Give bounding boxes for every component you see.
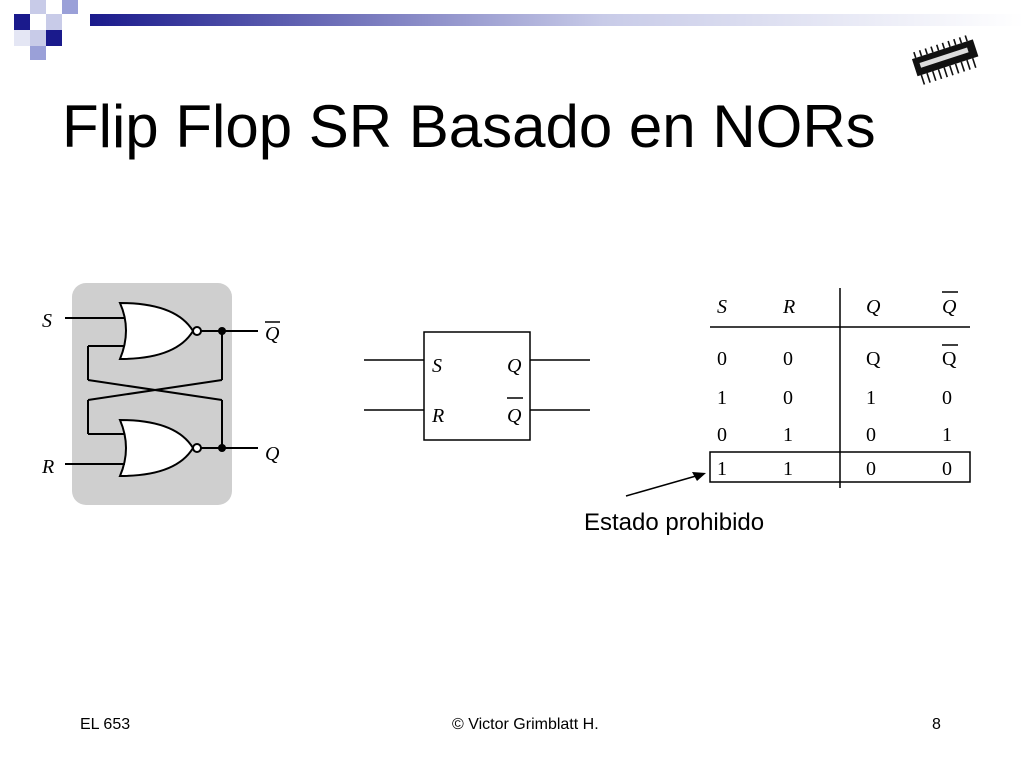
table-header-qbar: Q <box>942 296 957 318</box>
table-cell: 0 <box>942 387 952 409</box>
table-header-r: R <box>782 296 795 318</box>
symbol-pin-q: Q <box>507 355 522 377</box>
table-header-s: S <box>717 296 727 318</box>
corner-decoration <box>14 0 78 60</box>
footer-author: © Victor Grimblatt H. <box>452 716 599 733</box>
symbol-pin-s: S <box>432 355 442 377</box>
sr-flipflop-diagram: S R Q Q S R Q Q S R Q Q <box>41 283 971 536</box>
ic-chip-icon <box>911 35 979 85</box>
table-cell: 1 <box>942 424 952 446</box>
table-header-q: Q <box>866 296 881 318</box>
table-cell: 1 <box>717 387 727 409</box>
table-cell: 0 <box>866 458 876 480</box>
footer-course-code: EL 653 <box>80 716 131 733</box>
table-cell: 0 <box>783 387 793 409</box>
symbol-pin-qbar: Q <box>507 405 522 427</box>
table-cell: 0 <box>866 424 876 446</box>
forbidden-state-arrow <box>625 472 706 497</box>
table-cell: 1 <box>783 458 793 480</box>
table-cell: 0 <box>717 348 727 370</box>
nor-gate-top <box>118 301 195 361</box>
table-cell: Q <box>866 348 881 370</box>
circuit-input-s: S <box>42 310 52 332</box>
circuit-input-r: R <box>41 456 54 478</box>
sr-block-symbol: S R Q Q <box>364 331 590 441</box>
table-cell: 0 <box>717 424 727 446</box>
table-cell: Q <box>942 348 957 370</box>
circuit-output-qbar: Q <box>265 323 280 345</box>
table-cell: 0 <box>942 458 952 480</box>
nor-gate-bottom <box>118 418 195 478</box>
slide-title: Flip Flop SR Basado en NORs <box>62 93 876 160</box>
forbidden-state-box <box>709 451 971 483</box>
table-cell: 1 <box>866 387 876 409</box>
table-cell: 0 <box>783 348 793 370</box>
forbidden-state-label: Estado prohibido <box>584 509 764 536</box>
table-cell: 1 <box>717 458 727 480</box>
truth-table: S R Q Q 0 0 Q Q 1 0 1 0 0 1 0 1 1 1 0 0 <box>709 288 971 488</box>
footer-page-number: 8 <box>932 716 941 733</box>
symbol-pin-r: R <box>431 405 444 427</box>
nor-circuit: S R Q Q <box>41 283 280 505</box>
title-bar-gradient <box>90 14 1024 26</box>
table-cell: 1 <box>783 424 793 446</box>
circuit-output-q: Q <box>265 443 280 465</box>
